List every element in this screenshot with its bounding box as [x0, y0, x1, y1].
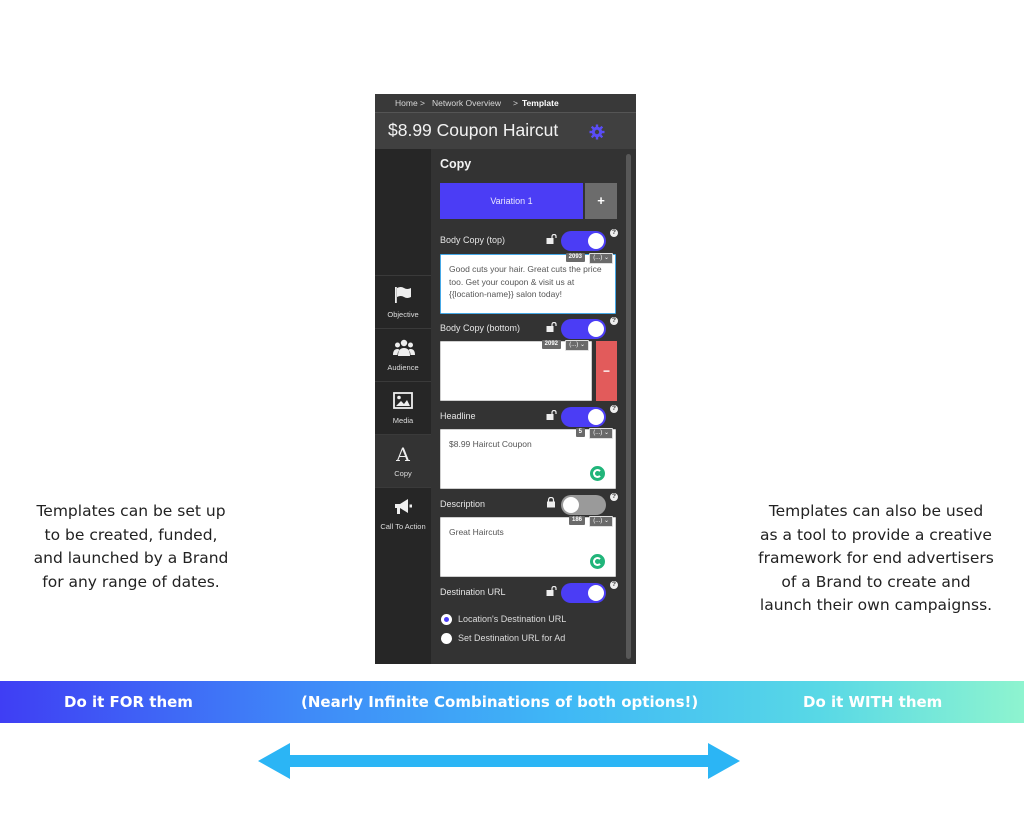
- nav-media-label: Media: [392, 416, 414, 425]
- image-icon: [393, 392, 413, 409]
- grammarly-icon[interactable]: [590, 554, 605, 569]
- description-input[interactable]: 186 (...) ⌄ Great Haircuts: [440, 516, 616, 577]
- letter-a-icon: A: [396, 444, 410, 466]
- description-label: Description: [440, 499, 486, 509]
- token-dropdown[interactable]: (...) ⌄: [565, 340, 589, 351]
- band-left-label: Do it FOR them: [64, 693, 193, 711]
- body-top-text: Good cuts your hair. Great cuts the pric…: [449, 264, 602, 299]
- help-icon[interactable]: ?: [610, 493, 618, 501]
- nav-media[interactable]: Media: [375, 381, 431, 434]
- description-toggle[interactable]: [561, 495, 606, 515]
- options-band: Do it FOR them (Nearly Infinite Combinat…: [0, 681, 1024, 723]
- breadcrumb-network[interactable]: Network Overview: [432, 98, 501, 108]
- nav-audience[interactable]: Audience: [375, 328, 431, 381]
- radio-set-url-label: Set Destination URL for Ad: [458, 633, 566, 643]
- side-nav: Objective Audience Media A Copy: [375, 149, 431, 664]
- unlock-icon[interactable]: [546, 586, 557, 597]
- nav-call-to-action[interactable]: Call To Action: [375, 487, 431, 540]
- destination-label: Destination URL: [440, 587, 506, 597]
- unlock-icon[interactable]: [546, 322, 557, 333]
- body-top-toggle[interactable]: [561, 231, 606, 251]
- nav-copy[interactable]: A Copy: [375, 434, 431, 487]
- unlock-icon[interactable]: [546, 234, 557, 245]
- breadcrumb-current: Template: [522, 98, 559, 108]
- token-dropdown[interactable]: (...) ⌄: [589, 253, 613, 264]
- char-count: 2093: [565, 253, 585, 262]
- headline-label: Headline: [440, 411, 476, 421]
- char-count: 186: [568, 516, 585, 525]
- band-right-label: Do it WITH them: [803, 693, 943, 711]
- help-icon[interactable]: ?: [610, 229, 618, 237]
- tab-variation-1[interactable]: Variation 1: [440, 183, 583, 219]
- scrollbar[interactable]: [626, 154, 631, 659]
- help-icon[interactable]: ?: [610, 581, 618, 589]
- token-dropdown[interactable]: (...) ⌄: [589, 516, 613, 527]
- remove-field-button[interactable]: −: [596, 341, 617, 401]
- band-center-label: (Nearly Infinite Combinations of both op…: [301, 693, 699, 711]
- left-caption: Templates can be set up to be created, f…: [33, 502, 229, 591]
- help-icon[interactable]: ?: [610, 405, 618, 413]
- page-title: $8.99 Coupon Haircut: [388, 120, 559, 140]
- radio-set-url[interactable]: [441, 633, 452, 644]
- lock-icon[interactable]: [546, 497, 557, 508]
- body-bottom-input[interactable]: 2092 (...) ⌄: [440, 340, 592, 401]
- title-bar: $8.99 Coupon Haircut: [375, 112, 636, 150]
- flag-icon: [395, 287, 411, 303]
- headline-input[interactable]: 5 (...) ⌄ $8.99 Haircut Coupon: [440, 428, 616, 489]
- char-count: 5: [575, 428, 585, 437]
- token-dropdown[interactable]: (...) ⌄: [589, 428, 613, 439]
- people-icon: [393, 339, 415, 356]
- breadcrumb: Home > Network Overview > Template: [375, 94, 636, 112]
- nav-cta-label: Call To Action: [380, 522, 426, 531]
- app-screenshot: Home > Network Overview > Template $8.99…: [375, 94, 636, 664]
- nav-objective-label: Objective: [387, 310, 419, 319]
- help-icon[interactable]: ?: [610, 317, 618, 325]
- description-text: Great Haircuts: [449, 527, 504, 537]
- double-arrow-icon: [258, 743, 740, 779]
- radio-location-url-label: Location's Destination URL: [458, 614, 567, 624]
- add-variation-button[interactable]: +: [585, 183, 617, 219]
- grammarly-icon[interactable]: [590, 466, 605, 481]
- radio-location-url[interactable]: [441, 614, 452, 625]
- gear-icon[interactable]: [589, 124, 605, 140]
- body-top-input[interactable]: 2093 (...) ⌄ Good cuts your hair. Great …: [440, 253, 616, 314]
- body-top-label: Body Copy (top): [440, 235, 506, 245]
- copy-panel: Copy Variation 1 + Body Copy (top) ? 209…: [431, 149, 636, 664]
- section-title: Copy: [440, 157, 472, 171]
- headline-toggle[interactable]: [561, 407, 606, 427]
- unlock-icon[interactable]: [546, 410, 557, 421]
- body-bottom-label: Body Copy (bottom): [440, 323, 521, 333]
- breadcrumb-sep: >: [513, 98, 518, 108]
- breadcrumb-home[interactable]: Home >: [395, 98, 425, 108]
- headline-text: $8.99 Haircut Coupon: [449, 439, 532, 449]
- megaphone-icon: [395, 499, 412, 514]
- right-caption: Templates can also be used as a tool to …: [758, 502, 994, 614]
- nav-objective[interactable]: Objective: [375, 275, 431, 328]
- nav-audience-label: Audience: [387, 363, 419, 372]
- body-bottom-toggle[interactable]: [561, 319, 606, 339]
- nav-copy-label: Copy: [394, 469, 412, 478]
- destination-toggle[interactable]: [561, 583, 606, 603]
- char-count: 2092: [541, 340, 561, 349]
